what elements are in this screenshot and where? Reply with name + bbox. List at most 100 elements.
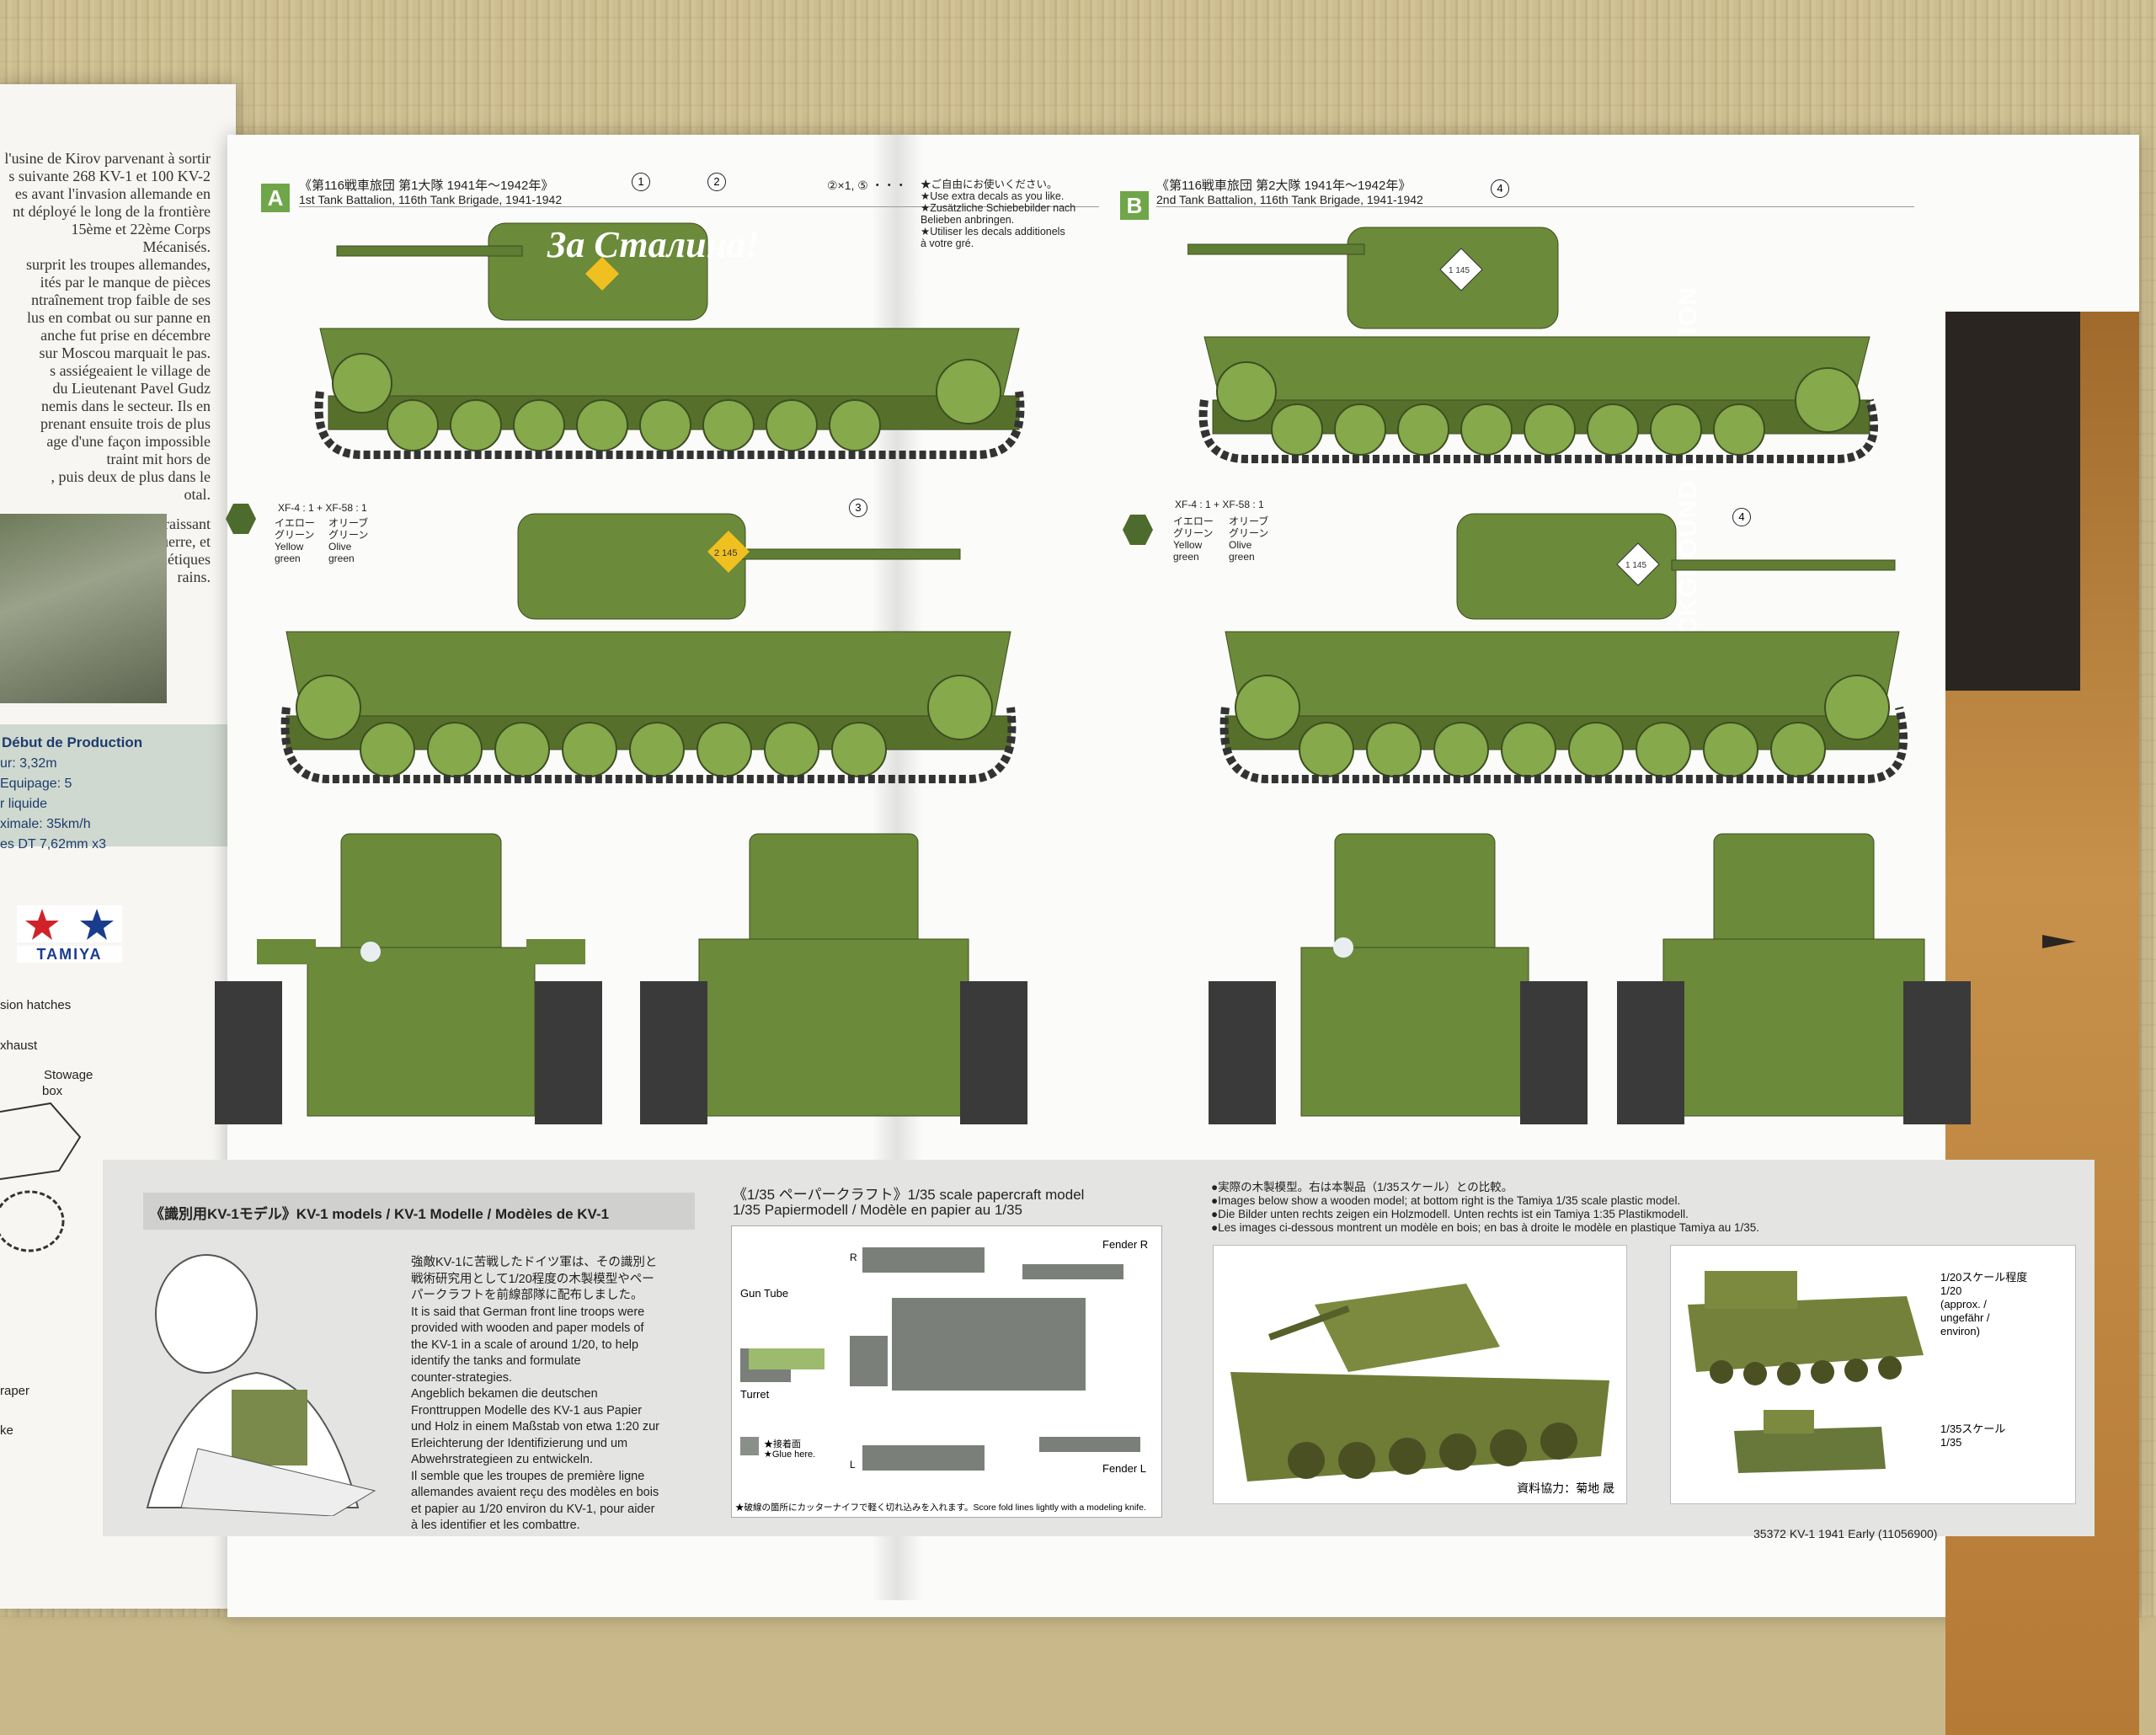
paragraph-line: rains. [177,569,211,585]
part-label-stowage: Stowage [44,1068,93,1082]
models-text-line: Erleichterung der Identifizierung und um [411,1436,628,1450]
logo-text: TAMIYA [36,946,103,963]
paragraph-line: s suivante 268 KV-1 et 100 KV-2 [8,168,211,184]
scale-line: 1/20スケール程度 [1940,1271,2028,1284]
arrow-marker [2042,935,2076,948]
paragraph-line: nt déployé le long de la frontière [13,203,211,220]
decal-note-line: à votre gré. [921,238,974,249]
wooden-line: ●Die Bilder unten rechts zeigen ein Holz… [1211,1208,1689,1220]
tank-b-left-side: 1 145 [1187,211,1886,472]
paint-name: Yellow [275,541,304,553]
section-a-title-jp: 《第116戦車旅団 第1大隊 1941年～1942年》 [299,179,554,193]
paint-name: グリーン [275,529,315,541]
pc-glue-swatch [740,1437,759,1455]
pc-fender-r: Fender R [1102,1238,1149,1251]
decal-note-line: Belieben anbringen. [921,214,1015,226]
paragraph-line: anche fut prise en décembre [40,327,211,344]
scale-line: environ) [1940,1325,1980,1337]
models-text-line: Angeblich bekamen die deutschen [411,1387,598,1401]
models-text: 強敵KV-1に苦戦したドイツ軍は、その識別と戦術研究用として1/20程度の木製模… [411,1255,697,1535]
paragraph-line: es avant l'invasion allemande en [14,185,211,202]
models-text-line: 強敵KV-1に苦戦したドイツ軍は、その識別と [411,1256,658,1269]
paint-name: グリーン [328,529,369,541]
models-text-line: und Holz in einem Maßstab von etwa 1:20 … [411,1420,659,1433]
paint-name: イエロー [275,517,315,529]
models-text-line: Abwehrstrategieen zu entwickeln. [411,1453,594,1466]
models-text-line: Fronttruppen Modelle des KV-1 aus Papier [411,1403,643,1417]
section-a-header: 《第116戦車旅団 第1大隊 1941年～1942年》 1st Tank Bat… [299,179,562,207]
section-b-rule [1156,206,1914,207]
paint-name: Olive [328,541,352,553]
part-label-exhaust: xhaust [0,1038,38,1053]
paragraph-line: s assiégeaient le village de [50,362,211,379]
tank-a-right-side: 2 145 [270,505,1027,792]
callout-4-mid: 4 [1732,508,1751,526]
paragraph-line: du Lieutenant Pavel Gudz [52,380,211,397]
callout-4-top: 4 [1491,179,1509,198]
decal-refs: ②×1, ⑤ ・・・ [827,179,907,192]
wooden-line: ●Images below show a wooden model; at bo… [1211,1194,1681,1207]
paint-name: green [328,553,355,564]
scale-line: ungefähr / [1940,1311,1990,1324]
part-label-hatches: sion hatches [0,998,72,1012]
paint-swatch-b [1123,515,1153,545]
spec-line: ur: 3,32m [0,756,57,771]
models-text-line: allemandes avaient reçu des modèles en b… [411,1486,659,1499]
models-text-line: et papier au 1/20 environ du KV-1, pour … [411,1502,655,1516]
paint-name: green [275,553,301,564]
callout-1: 1 [632,173,650,191]
paint-name: オリーブ [328,517,369,529]
wooden-line: ●Les images ci-dessous montrent un modèl… [1211,1221,1760,1234]
slogan-text: За Сталина! [547,224,760,265]
paint-name: green [1229,551,1255,563]
paragraph-line: traint mit hors de [106,451,211,467]
paragraph-line: otal. [184,486,211,503]
wooden-line: ●実際の木製模型。右は本製品（1/35スケール）との比較。 [1211,1181,1513,1193]
paint-mix-b: XF-4 : 1 + XF-58 : 1 [1175,499,1264,510]
part-label-scraper: raper [0,1384,30,1398]
paragraph-line: surprit les troupes allemandes, [26,256,211,273]
models-text-line: Il semble que les troupes de première li… [411,1469,645,1483]
paragraph-line: prenant ensuite trois de plus [40,415,211,432]
scale-line: (approx. / [1940,1298,1987,1311]
scale-line: 1/35スケール [1940,1423,2006,1435]
section-a-label: A [261,184,290,212]
pc-r: R [850,1252,857,1263]
paint-name: グリーン [1173,527,1214,539]
pc-footer: ★破線の箇所にカッターナイフで軽く切れ込みを入れます。Score fold li… [735,1503,1146,1513]
pc-turret: Turret [740,1388,770,1401]
footer-code: 35372 KV-1 1941 Early (11056900) [1753,1527,1938,1540]
pc-fender-l: Fender L [1102,1462,1147,1475]
models-text-line: パークラフトを前線部隊に配布しました。 [411,1289,643,1302]
part-label-ke: ke [0,1423,13,1438]
callout-2: 2 [707,173,726,191]
turret-number-a: 2 145 [714,548,738,558]
paint-swatch-a [226,504,256,534]
decal-note-line: ★ご自由にお使いください。 [921,179,1058,190]
turret-number-b1: 1 145 [1449,266,1470,275]
models-text-line: 戦術研究用として1/20程度の木製模型やペー [411,1272,654,1286]
section-b-title-en: 2nd Tank Battalion, 116th Tank Brigade, … [1156,193,1423,206]
papercraft-title-1: 《1/35 ペーパークラフト》1/35 scale papercraft mod… [733,1187,1085,1203]
soldier-illustration [131,1238,383,1517]
paint-name: Olive [1229,539,1252,551]
tank-b-right-side: 1 145 [1209,505,1908,792]
section-a-rule [299,206,1099,207]
tank-b-front-view [1204,813,1609,1133]
models-text-line: counter-strategies. [411,1370,513,1385]
turret-number-b2: 1 145 [1625,561,1646,570]
section-b-header: 《第116戦車旅団 第2大隊 1941年～1942年》 2nd Tank Bat… [1156,179,1423,207]
models-title: 《識別用KV-1モデル》KV-1 models / KV-1 Modelle /… [150,1206,610,1222]
papercraft-title-2: 1/35 Papiermodell / Modèle en papier au … [733,1202,1023,1218]
scale-line: 1/35 [1940,1436,1962,1449]
models-text-line: à les identifier et les combattre. [411,1519,580,1532]
sidebar-tab [1945,312,2080,691]
paragraph-line: nemis dans le secteur. Ils en [41,398,211,414]
paragraph-line: , puis deux de plus dans le [51,468,211,485]
